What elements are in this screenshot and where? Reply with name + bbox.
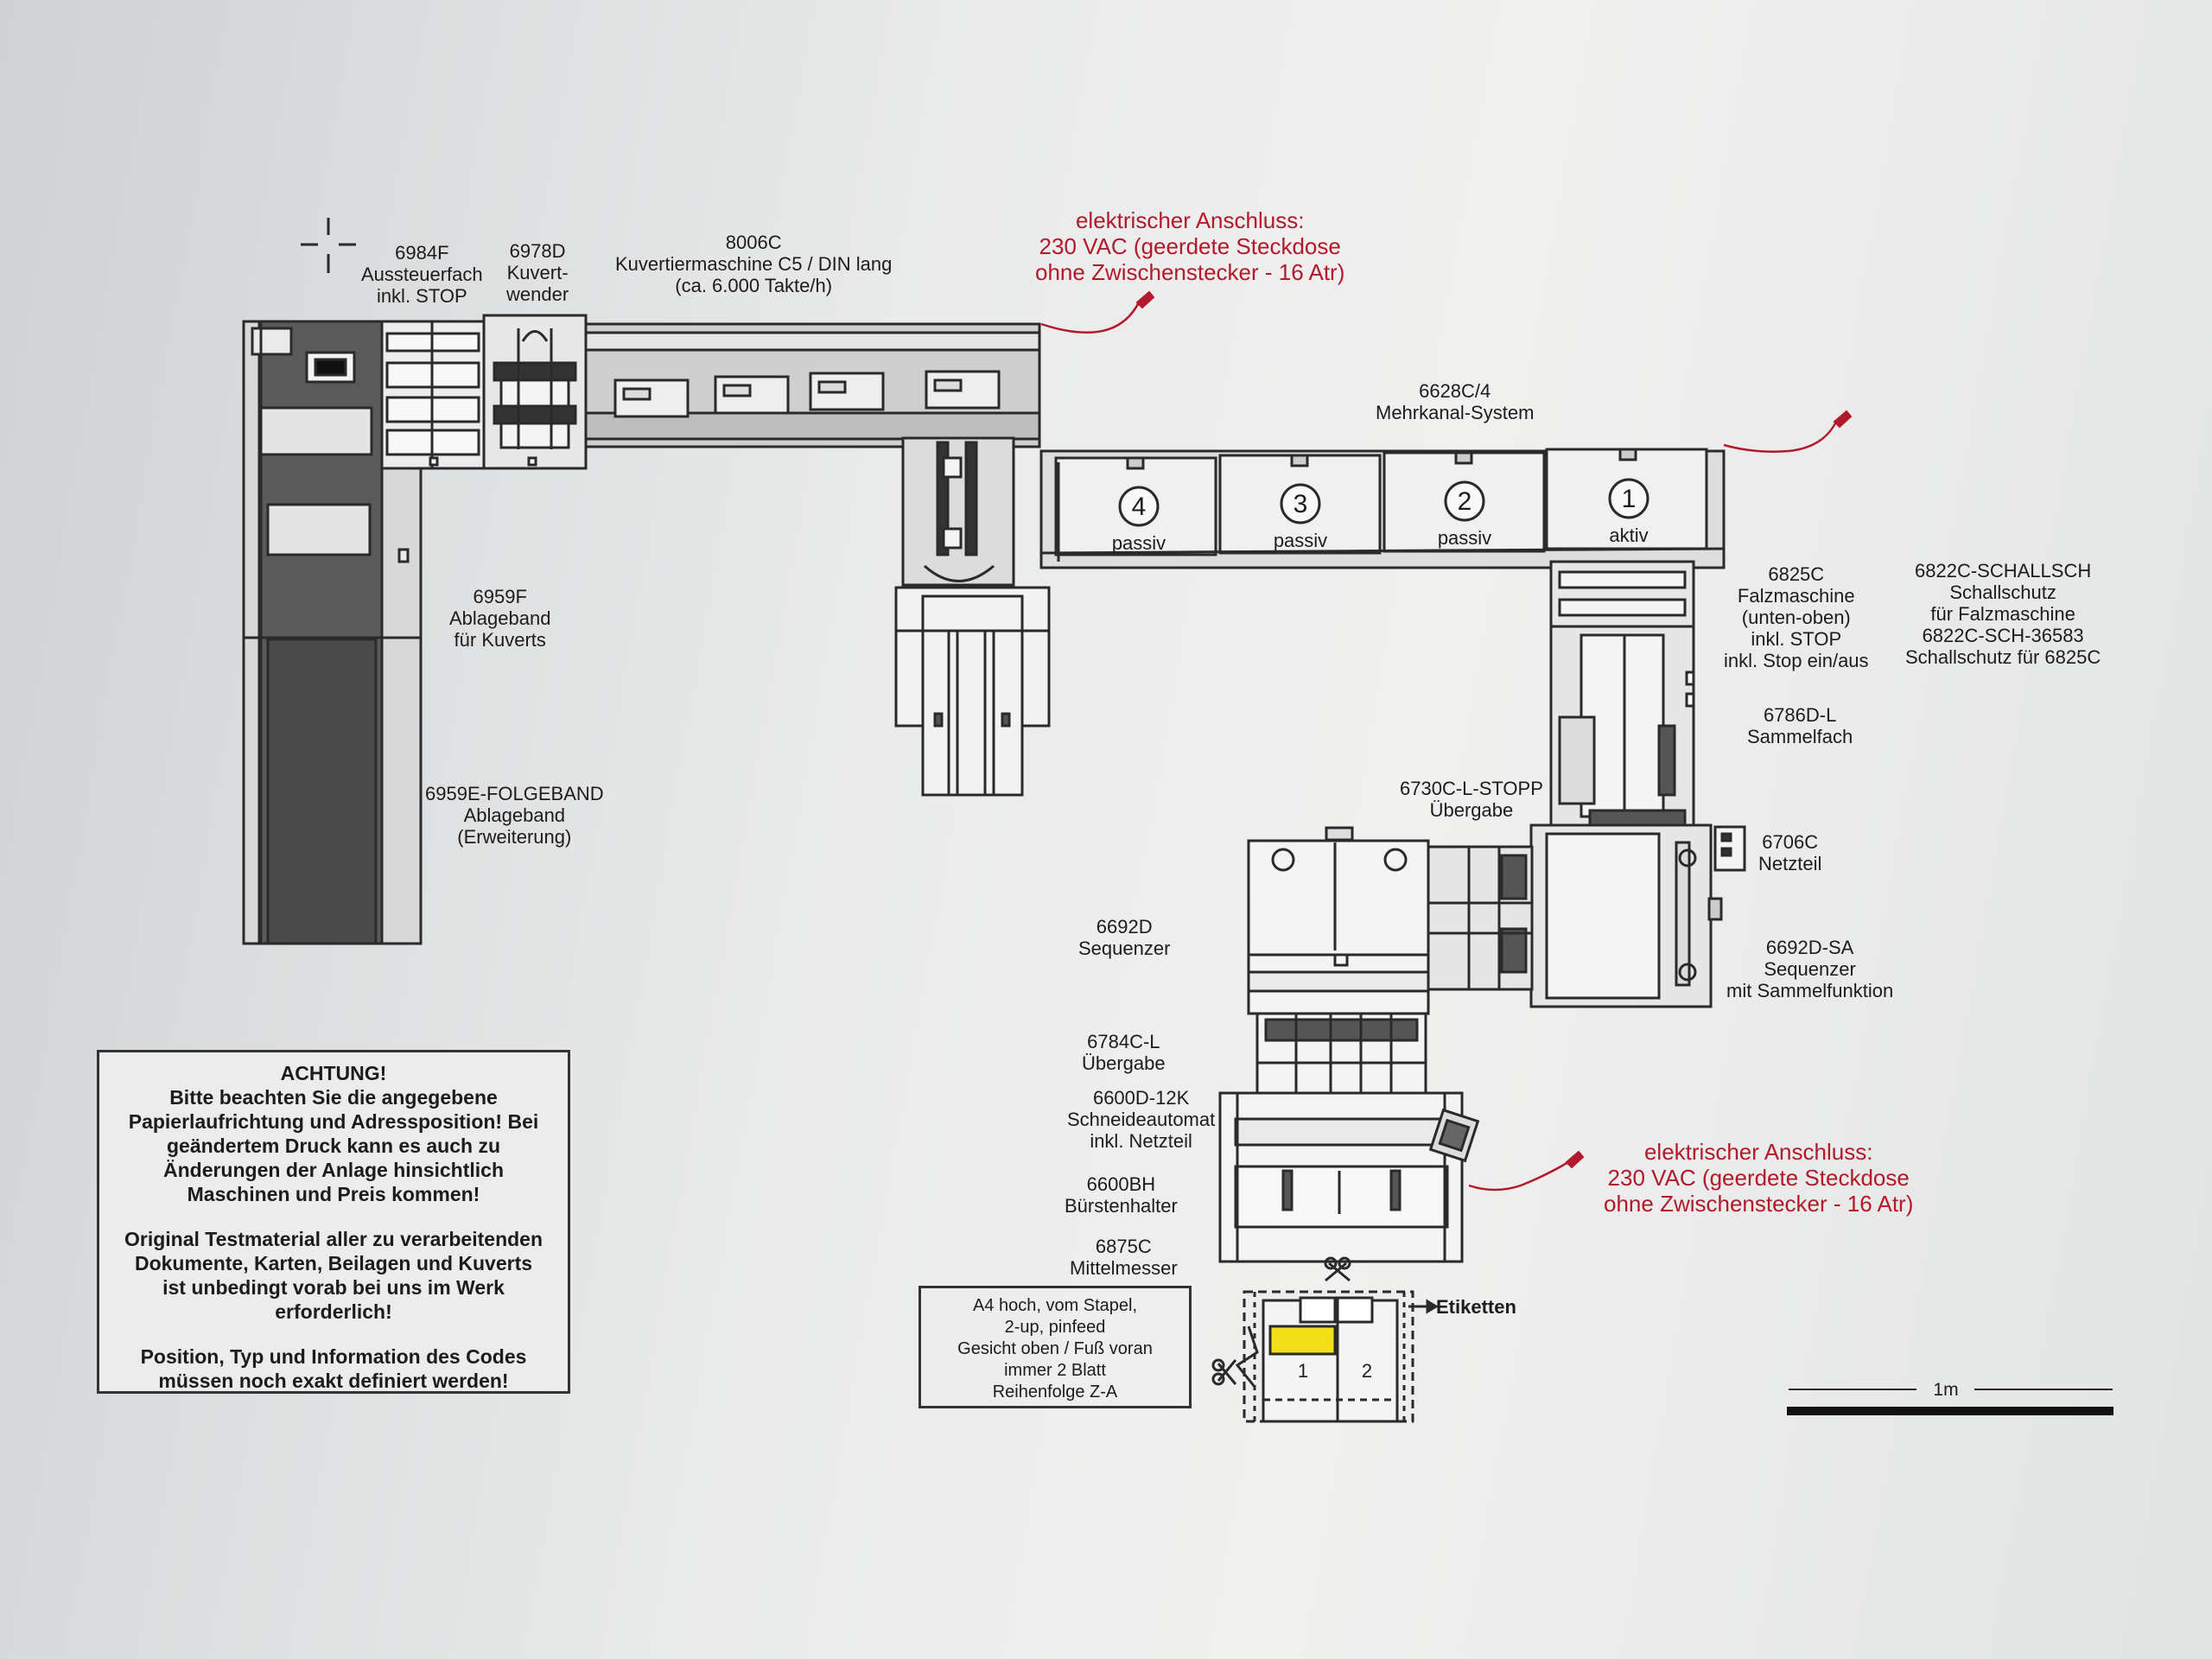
channel-2-circle <box>1444 480 1485 522</box>
power-plug-icons <box>1135 290 1853 1169</box>
channel-2-state: passiv <box>1438 527 1491 549</box>
channel-3-circle <box>1280 483 1321 524</box>
label-power-bottom: elektrischer Anschluss:230 VAC (geerdete… <box>1604 1139 1914 1217</box>
unit-transfer-sequencer <box>1427 845 1534 991</box>
unit-6730c-6706c <box>1529 823 1746 1008</box>
belt-conveyor-6959 <box>242 320 423 945</box>
channel-1-state: aktiv <box>1609 524 1648 546</box>
scissors-icon <box>1324 1256 1351 1282</box>
label-power-top: elektrischer Anschluss:230 VAC (geerdete… <box>1035 207 1345 285</box>
channel-4-circle <box>1118 486 1160 527</box>
channel-1-number: 1 <box>1622 485 1637 513</box>
power-cords <box>1040 302 1838 1192</box>
sheet-number-1: 1 <box>1298 1360 1308 1382</box>
scissors-icon-left <box>1211 1358 1237 1386</box>
unit-6692d <box>1247 826 1430 1015</box>
warning-title: ACHTUNG! <box>280 1062 387 1084</box>
etiketten-label: Etiketten <box>1436 1296 1516 1318</box>
unit-6600d-12k <box>1218 1091 1480 1263</box>
channel-4-state: passiv <box>1112 532 1166 554</box>
channel-4-number: 4 <box>1132 493 1147 521</box>
warning-box: ACHTUNG! Bitte beachten Sie die angegebe… <box>97 1050 570 1394</box>
scale-bar <box>1787 1389 2113 1415</box>
unit-6978d <box>482 314 588 470</box>
channel-3-state: passiv <box>1274 530 1327 551</box>
crosshair-icon <box>301 218 356 273</box>
unit-6825c <box>1549 560 1695 828</box>
channel-1-circle <box>1608 478 1649 519</box>
channel-markers: 4 passiv 3 passiv 2 passiv 1 aktiv <box>1112 478 1649 554</box>
unit-8006c <box>584 322 1041 448</box>
channel-3-number: 3 <box>1294 490 1308 518</box>
scale-label: 1m <box>1933 1380 1958 1400</box>
channel-2-number: 2 <box>1458 487 1472 516</box>
sheet-number-2: 2 <box>1362 1360 1372 1382</box>
unit-6875c-sheet <box>1211 1256 1439 1423</box>
unit-6984f <box>380 320 486 470</box>
unit-feeder-below-8006c <box>894 436 1051 797</box>
